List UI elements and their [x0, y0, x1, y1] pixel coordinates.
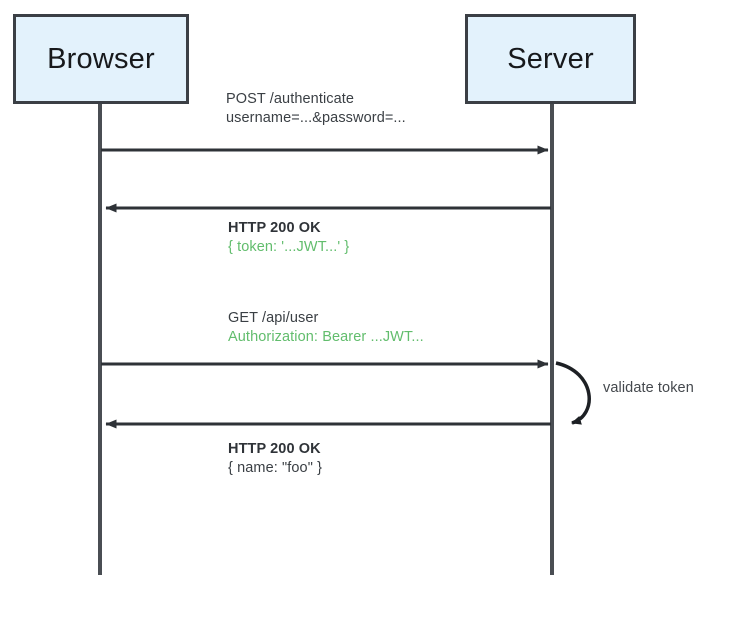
message-label-api-user-request: GET /api/user Authorization: Bearer ...J… — [228, 309, 424, 347]
self-loop-validate-token — [555, 361, 591, 425]
participant-label-server: Server — [507, 42, 594, 75]
message-label-user-response: HTTP 200 OK { name: "foo" } — [228, 440, 322, 478]
message-label-token-response: HTTP 200 OK { token: '...JWT...' } — [228, 219, 349, 257]
message-line-method: GET /api/user — [228, 310, 319, 326]
message-line-authorization-header: Authorization: Bearer ...JWT... — [228, 329, 424, 345]
message-label-authenticate-request: POST /authenticate username=...&password… — [226, 90, 406, 128]
message-line-user-payload: { name: "foo" } — [228, 460, 323, 476]
message-line-body: username=...&password=... — [226, 110, 406, 126]
message-line-method: POST /authenticate — [226, 91, 355, 107]
message-line-token-payload: { token: '...JWT...' } — [228, 239, 350, 255]
participant-box-browser[interactable]: Browser — [13, 14, 189, 104]
message-line-status: HTTP 200 OK — [228, 220, 321, 236]
message-line-status: HTTP 200 OK — [228, 441, 321, 457]
self-message-label-validate-token: validate token — [603, 380, 694, 396]
participant-box-server[interactable]: Server — [465, 14, 636, 104]
participant-label-browser: Browser — [47, 42, 155, 75]
